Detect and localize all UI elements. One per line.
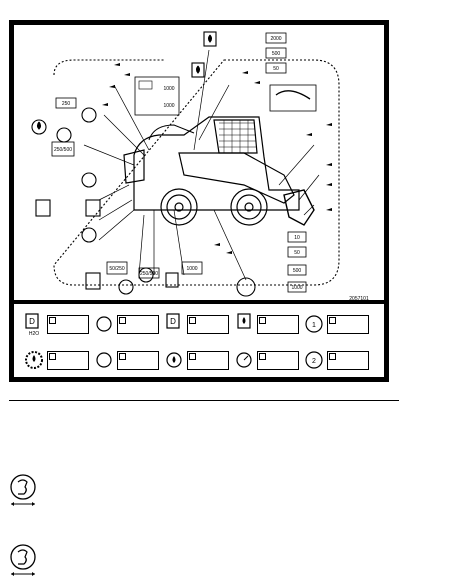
oil-drop-icon bbox=[96, 316, 112, 332]
label-2000: 2000 bbox=[270, 36, 281, 42]
oil-drop-icon bbox=[56, 127, 72, 143]
interval-row-2: 2 bbox=[23, 343, 375, 377]
interval-box bbox=[117, 350, 159, 370]
label-250-500-b: 250/500 bbox=[140, 271, 158, 277]
label-250: 250 bbox=[62, 101, 71, 107]
svg-text:1: 1 bbox=[312, 322, 316, 329]
interval-box bbox=[257, 314, 299, 334]
gauge-icon bbox=[236, 352, 252, 368]
interval-box bbox=[257, 350, 299, 370]
gauge-icon bbox=[81, 107, 97, 123]
grease-gear-icon bbox=[236, 277, 256, 297]
interval-row-1: D H2O D 1 bbox=[23, 307, 375, 341]
label-50: 50 bbox=[273, 66, 279, 72]
svg-text:H2O: H2O bbox=[29, 331, 39, 337]
interval-box bbox=[327, 350, 369, 370]
interval-box bbox=[47, 350, 89, 370]
svg-text:2: 2 bbox=[312, 358, 316, 365]
label-1000-bottom: 1000 bbox=[186, 266, 197, 272]
diesel-pump-icon bbox=[85, 272, 101, 290]
oil-drop-icon bbox=[31, 119, 47, 135]
interval-box bbox=[187, 314, 229, 334]
gauge-icon: 1 bbox=[305, 315, 323, 333]
label-1000-top: 1000 bbox=[163, 103, 174, 109]
coolant-h2o-icon bbox=[237, 313, 251, 329]
hand-hourglass-icon bbox=[118, 279, 134, 295]
interval-cell: 2 bbox=[303, 346, 373, 374]
oil-drop-icon bbox=[166, 352, 182, 368]
label-50-250: 50/250 bbox=[109, 266, 125, 272]
service-route-dotted bbox=[53, 59, 340, 286]
oil-drop-icon bbox=[138, 267, 154, 283]
interval-cell bbox=[233, 346, 303, 374]
interval-cell: D H2O bbox=[23, 310, 93, 338]
page-divider bbox=[9, 400, 399, 401]
label-250-500: 250/500 bbox=[54, 147, 72, 153]
interval-cell bbox=[233, 310, 303, 338]
diesel-pump-icon: D H2O bbox=[25, 313, 39, 337]
oil-drop-icon bbox=[81, 227, 97, 243]
figure-ref-code: 2057101 bbox=[349, 296, 369, 302]
hand-hourglass-icon bbox=[96, 352, 112, 368]
label-10: 10 bbox=[294, 235, 300, 241]
fuel-drop-icon: D bbox=[166, 313, 180, 329]
interval-box bbox=[117, 314, 159, 334]
grease-fittings bbox=[102, 63, 332, 254]
service-symbols bbox=[31, 31, 256, 297]
interval-box bbox=[187, 350, 229, 370]
interval-labels: 2000 500 50 250 250/500 1000 50/250 1000… bbox=[51, 32, 317, 293]
interval-box bbox=[327, 314, 369, 334]
gauge-icon: 2 bbox=[305, 351, 323, 369]
interval-cell bbox=[23, 346, 93, 374]
interval-cell bbox=[163, 346, 233, 374]
oil-tank-icon bbox=[191, 62, 205, 78]
label-1000-inset: 1000 bbox=[163, 86, 174, 92]
diesel-pump-icon bbox=[85, 199, 101, 217]
label-500-right: 500 bbox=[293, 268, 302, 274]
fuel-tank-icon bbox=[203, 31, 217, 47]
label-1000-right: 1000 bbox=[291, 285, 302, 291]
service-chart: 2000 500 50 250 250/500 1000 50/250 1000… bbox=[14, 25, 384, 377]
grease-gear-icon bbox=[25, 351, 43, 369]
chart-divider bbox=[14, 300, 384, 304]
interval-cell bbox=[93, 310, 163, 338]
diesel-pump-icon bbox=[35, 199, 51, 217]
loader-diagram: 2000 500 50 250 250/500 1000 50/250 1000… bbox=[14, 31, 384, 304]
interval-grid: D H2O D 1 bbox=[23, 307, 375, 379]
hand-hourglass-icon bbox=[10, 544, 36, 576]
interval-cell: 1 bbox=[303, 310, 373, 338]
label-500: 500 bbox=[272, 51, 281, 57]
fuel-tank-icon bbox=[165, 272, 179, 288]
interval-box bbox=[47, 314, 89, 334]
hand-hourglass-icon bbox=[10, 474, 36, 506]
label-50-right: 50 bbox=[294, 250, 300, 256]
svg-text:D: D bbox=[170, 317, 176, 326]
svg-text:D: D bbox=[29, 317, 35, 326]
service-chart-frame: 2000 500 50 250 250/500 1000 50/250 1000… bbox=[9, 20, 389, 382]
interval-cell: D bbox=[163, 310, 233, 338]
interval-cell bbox=[93, 346, 163, 374]
leader-lines bbox=[83, 49, 320, 281]
oil-drop-icon bbox=[81, 172, 97, 188]
skid-steer-loader bbox=[123, 116, 315, 226]
